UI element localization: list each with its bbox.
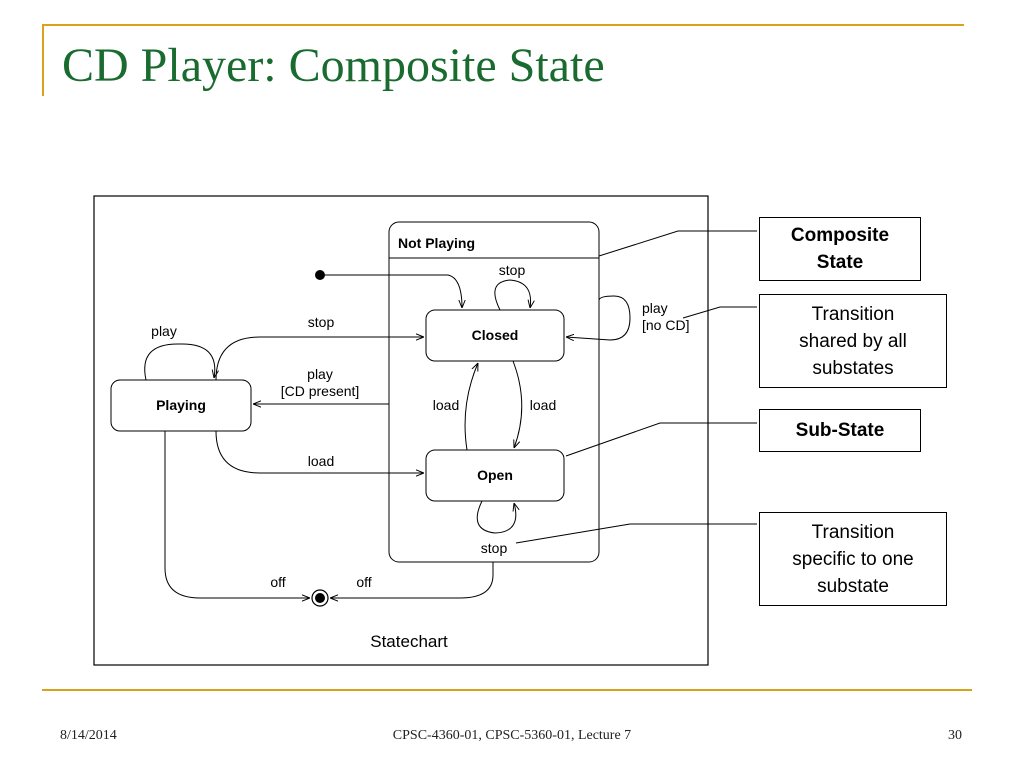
top-rule	[42, 24, 964, 26]
footer-page-number: 30	[948, 728, 962, 743]
label-playing-to-closed: stop	[308, 314, 335, 330]
final-state-dot	[315, 593, 325, 603]
callout-sub-state: Sub-State	[759, 409, 921, 452]
label-open-to-closed: load	[433, 397, 459, 413]
label-notplaying-self-guard: [no CD]	[642, 317, 689, 333]
transition-playing-off	[164, 431, 310, 598]
label-playing-off: off	[270, 574, 285, 590]
label-open-self: stop	[481, 540, 508, 556]
transition-open-to-closed	[464, 363, 478, 451]
label-closed-self: stop	[499, 262, 526, 278]
transition-playing-self	[144, 343, 215, 381]
pointer-composite	[598, 230, 757, 257]
transition-notplaying-off	[330, 562, 494, 598]
footer-course: CPSC-4360-01, CPSC-5360-01, Lecture 7	[392, 728, 632, 743]
diagram-frame	[93, 195, 709, 666]
state-open	[425, 449, 565, 502]
label-closed-to-open: load	[530, 397, 556, 413]
label-playing-self: play	[151, 323, 177, 339]
state-playing	[110, 379, 252, 432]
label-notplaying-to-playing-event: play	[307, 366, 333, 382]
transition-notplaying-self	[566, 295, 631, 340]
left-rule	[42, 24, 44, 96]
label-playing-to-open: load	[308, 453, 334, 469]
pointer-substate	[565, 422, 757, 457]
transition-closed-to-open	[512, 360, 523, 448]
slide-title: CD Player: Composite State	[62, 39, 605, 92]
label-notplaying-to-playing-guard: [CD present]	[281, 383, 360, 399]
diagram-caption: Statechart	[370, 632, 448, 651]
transition-playing-to-closed	[215, 337, 424, 381]
bottom-rule	[42, 689, 972, 691]
transition-closed-self	[494, 279, 531, 311]
label-notplaying-self-event: play	[642, 300, 668, 316]
state-open-label: Open	[477, 467, 513, 483]
transition-open-self	[476, 500, 516, 534]
pointer-shared	[682, 306, 757, 319]
state-playing-label: Playing	[156, 397, 206, 413]
initial-state	[315, 270, 325, 280]
composite-state-not-playing	[388, 221, 600, 563]
state-closed	[425, 309, 565, 362]
footer-date: 8/14/2014	[60, 728, 117, 743]
callout-shared-transition: Transition shared by all substates	[759, 294, 947, 388]
pointer-specific	[515, 523, 757, 544]
composite-state-label: Not Playing	[398, 235, 475, 251]
label-notplaying-off: off	[356, 574, 371, 590]
callout-specific-transition: Transition specific to one substate	[759, 512, 947, 606]
callout-composite-state: Composite State	[759, 217, 921, 281]
transition-playing-to-open	[215, 430, 424, 473]
initial-transition	[325, 274, 462, 308]
state-closed-label: Closed	[472, 327, 519, 343]
